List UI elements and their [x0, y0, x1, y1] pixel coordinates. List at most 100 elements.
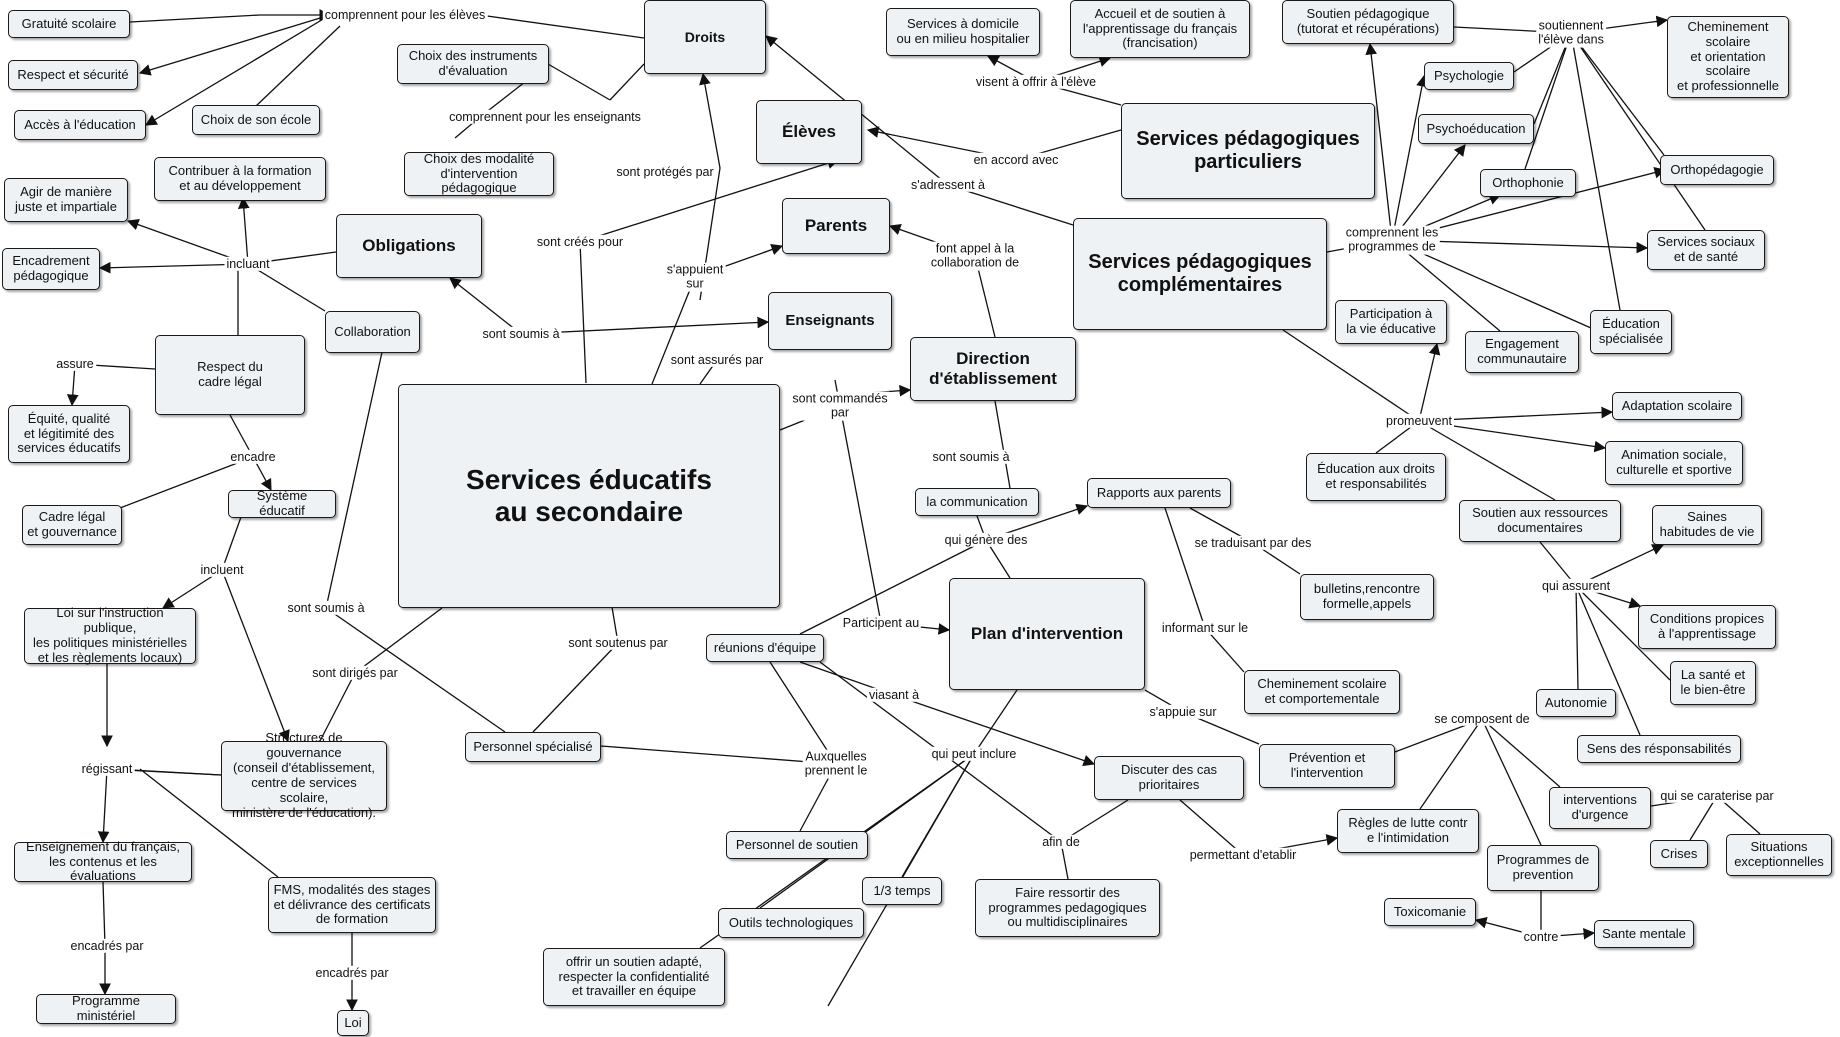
link-label-sont-soutenus: sont soutenus par [566, 635, 670, 651]
node-toxicomanie[interactable]: Toxicomanie [1384, 898, 1476, 926]
node-cheminement-sc[interactable]: Cheminement scolaire et comportementale [1244, 670, 1400, 714]
link-label-sappuie: s'appuie sur [1147, 704, 1219, 720]
connector-line [834, 379, 882, 624]
connector-line [102, 881, 106, 947]
connector-line [1282, 329, 1420, 422]
connector-line [1419, 718, 1483, 810]
connector-line [579, 157, 840, 243]
node-sens-resp[interactable]: Sens des résponsabilités [1577, 735, 1741, 763]
node-animation[interactable]: Animation sociale, culturelle et sportiv… [1605, 441, 1743, 485]
node-programmes-prev[interactable]: Programmes de prevention [1487, 845, 1599, 891]
node-spc[interactable]: Services pédagogiques complémentaires [1073, 218, 1327, 330]
node-spp[interactable]: Services pédagogiques particuliers [1121, 103, 1375, 199]
node-soutien-peda[interactable]: Soutien pédagogique (tutorat et récupéra… [1282, 0, 1454, 44]
node-parents[interactable]: Parents [782, 198, 890, 254]
link-label-promeuvent: promeuvent [1383, 413, 1455, 429]
link-label-qui-genere: qui génère des [942, 532, 1030, 548]
node-encadrement-peda[interactable]: Encadrement pédagogique [2, 248, 100, 290]
node-enseignement[interactable]: Enseignement du français, les contenus e… [14, 839, 192, 883]
link-label-incluent: incluent [198, 562, 246, 578]
node-enseignants[interactable]: Enseignants [768, 292, 892, 350]
node-engagement[interactable]: Engagement communautaire [1465, 331, 1579, 373]
connector-line [319, 672, 356, 742]
node-saines[interactable]: Saines habitudes de vie [1652, 505, 1762, 545]
node-sante-bien[interactable]: La santé et le bien-être [1670, 661, 1756, 705]
node-gratuite[interactable]: Gratuité scolaire [8, 10, 130, 38]
node-structures[interactable]: Structures de gouvernance (conseil d'éta… [221, 730, 387, 820]
node-direction[interactable]: Direction d'établissement [910, 337, 1076, 401]
connector-line [449, 277, 522, 335]
node-choix-modalite[interactable]: Choix des modalité d'intervention pédago… [404, 151, 554, 196]
node-situations[interactable]: Situations exceptionnelles [1726, 834, 1832, 876]
node-psychologie[interactable]: Psychologie [1424, 62, 1514, 90]
node-services-edu[interactable]: Services éducatifs au secondaire [398, 384, 780, 608]
node-participation[interactable]: Participation à la vie éducative [1335, 300, 1447, 344]
connector-line [138, 14, 331, 76]
node-personnel-spec[interactable]: Personnel spécialisé [465, 732, 601, 762]
node-fms[interactable]: FMS, modalités des stages et délivrance … [268, 877, 436, 933]
node-droits[interactable]: Droits [644, 0, 766, 74]
connector-line [1365, 42, 1393, 241]
link-label-se-composent: se composent de [1432, 711, 1532, 727]
node-prevention[interactable]: Prévention et l'intervention [1259, 744, 1395, 788]
node-bulletins[interactable]: bulletins,rencontre formelle,appels [1300, 574, 1434, 620]
node-reunions[interactable]: réunions d'équipe [706, 634, 824, 662]
node-choix-instruments[interactable]: Choix des instruments d'évaluation [397, 44, 549, 84]
connector-line [1570, 32, 1621, 311]
node-agir[interactable]: Agir de manière juste et impartiale [4, 178, 128, 222]
node-outils[interactable]: Outils technologiques [718, 908, 864, 938]
link-label-sont-commandes: sont commandés par [790, 391, 890, 421]
link-label-incluant: incluant [224, 256, 272, 272]
node-adaptation[interactable]: Adaptation scolaire [1612, 392, 1742, 420]
link-label-soutiennent: soutiennent l'élève dans [1536, 18, 1606, 48]
node-rapports[interactable]: Rapports aux parents [1087, 478, 1231, 508]
link-label-auxquelles: Auxquelles prennent le [802, 749, 870, 779]
node-interventions[interactable]: interventions d'urgence [1549, 787, 1651, 829]
node-respect-securite[interactable]: Respect et sécurité [8, 60, 138, 90]
node-contribuer[interactable]: Contribuer à la formation et au développ… [154, 157, 326, 201]
node-cadre-legal[interactable]: Cadre légal et gouvernance [22, 505, 122, 545]
node-systeme[interactable]: Système éducatif [228, 488, 336, 518]
node-services-domicile[interactable]: Services à domicile ou en milieu hospita… [886, 8, 1040, 56]
node-education-droits[interactable]: Éducation aux droits et responsabilités [1306, 453, 1446, 501]
node-communication[interactable]: la communication [915, 488, 1039, 516]
node-orthopedagogie[interactable]: Orthopédagogie [1660, 155, 1774, 185]
link-label-sappuient: s'appuient sur [664, 262, 726, 292]
node-crises[interactable]: Crises [1650, 840, 1708, 868]
node-obligations[interactable]: Obligations [336, 214, 482, 278]
connector-line [237, 196, 250, 265]
node-loi-instruction[interactable]: Loi sur l'instruction publique, les poli… [24, 605, 196, 665]
node-orthophonie[interactable]: Orthophonie [1480, 169, 1576, 197]
connector-line [651, 276, 696, 385]
connector-line [1481, 718, 1542, 846]
connector-line [144, 14, 331, 126]
node-collaboration[interactable]: Collaboration [325, 311, 420, 353]
node-choix-ecole[interactable]: Choix de son école [192, 105, 320, 135]
node-equite[interactable]: Équité, qualité et légitimité des servic… [8, 405, 130, 463]
connector-line [479, 14, 645, 39]
node-faire-ressortir[interactable]: Faire ressortir des programmes pedagogiq… [975, 879, 1160, 937]
node-sante-mentale[interactable]: Sante mentale [1594, 920, 1694, 948]
node-services-sociaux[interactable]: Services sociaux et de santé [1647, 230, 1765, 270]
node-loi[interactable]: Loi [337, 1010, 369, 1036]
node-accueil[interactable]: Accueil et de soutien à l'apprentissage … [1070, 0, 1250, 58]
node-education-spec[interactable]: Éducation spécialisée [1590, 310, 1672, 354]
node-regles[interactable]: Règles de lutte contr e l'intimidation [1337, 809, 1479, 853]
node-autonomie[interactable]: Autonomie [1536, 689, 1616, 717]
node-eleves[interactable]: Élèves [756, 100, 862, 164]
node-tiers-temps[interactable]: 1/3 temps [862, 877, 942, 905]
node-soutien-ress[interactable]: Soutien aux ressources documentaires [1459, 500, 1621, 542]
node-offrir[interactable]: offrir un soutien adapté, respecter la c… [543, 948, 725, 1006]
node-personnel-soutien[interactable]: Personnel de soutien [726, 831, 868, 859]
node-conditions[interactable]: Conditions propices à l'apprentissage [1638, 605, 1776, 649]
node-psychoeducation[interactable]: Psychoéducation [1418, 114, 1534, 144]
node-acces[interactable]: Accès à l'éducation [14, 110, 146, 140]
node-discuter[interactable]: Discuter des cas prioritaires [1094, 756, 1244, 800]
connector-line [1689, 795, 1718, 841]
node-programme-min[interactable]: Programme ministériel [36, 993, 176, 1024]
connector-line [799, 539, 987, 635]
connector-line [221, 569, 290, 743]
node-plan[interactable]: Plan d'intervention [949, 578, 1145, 690]
node-respect-cadre[interactable]: Respect du cadre légal [155, 335, 305, 415]
node-cheminement-orient[interactable]: Cheminement scolaire et orientation scol… [1667, 16, 1789, 98]
